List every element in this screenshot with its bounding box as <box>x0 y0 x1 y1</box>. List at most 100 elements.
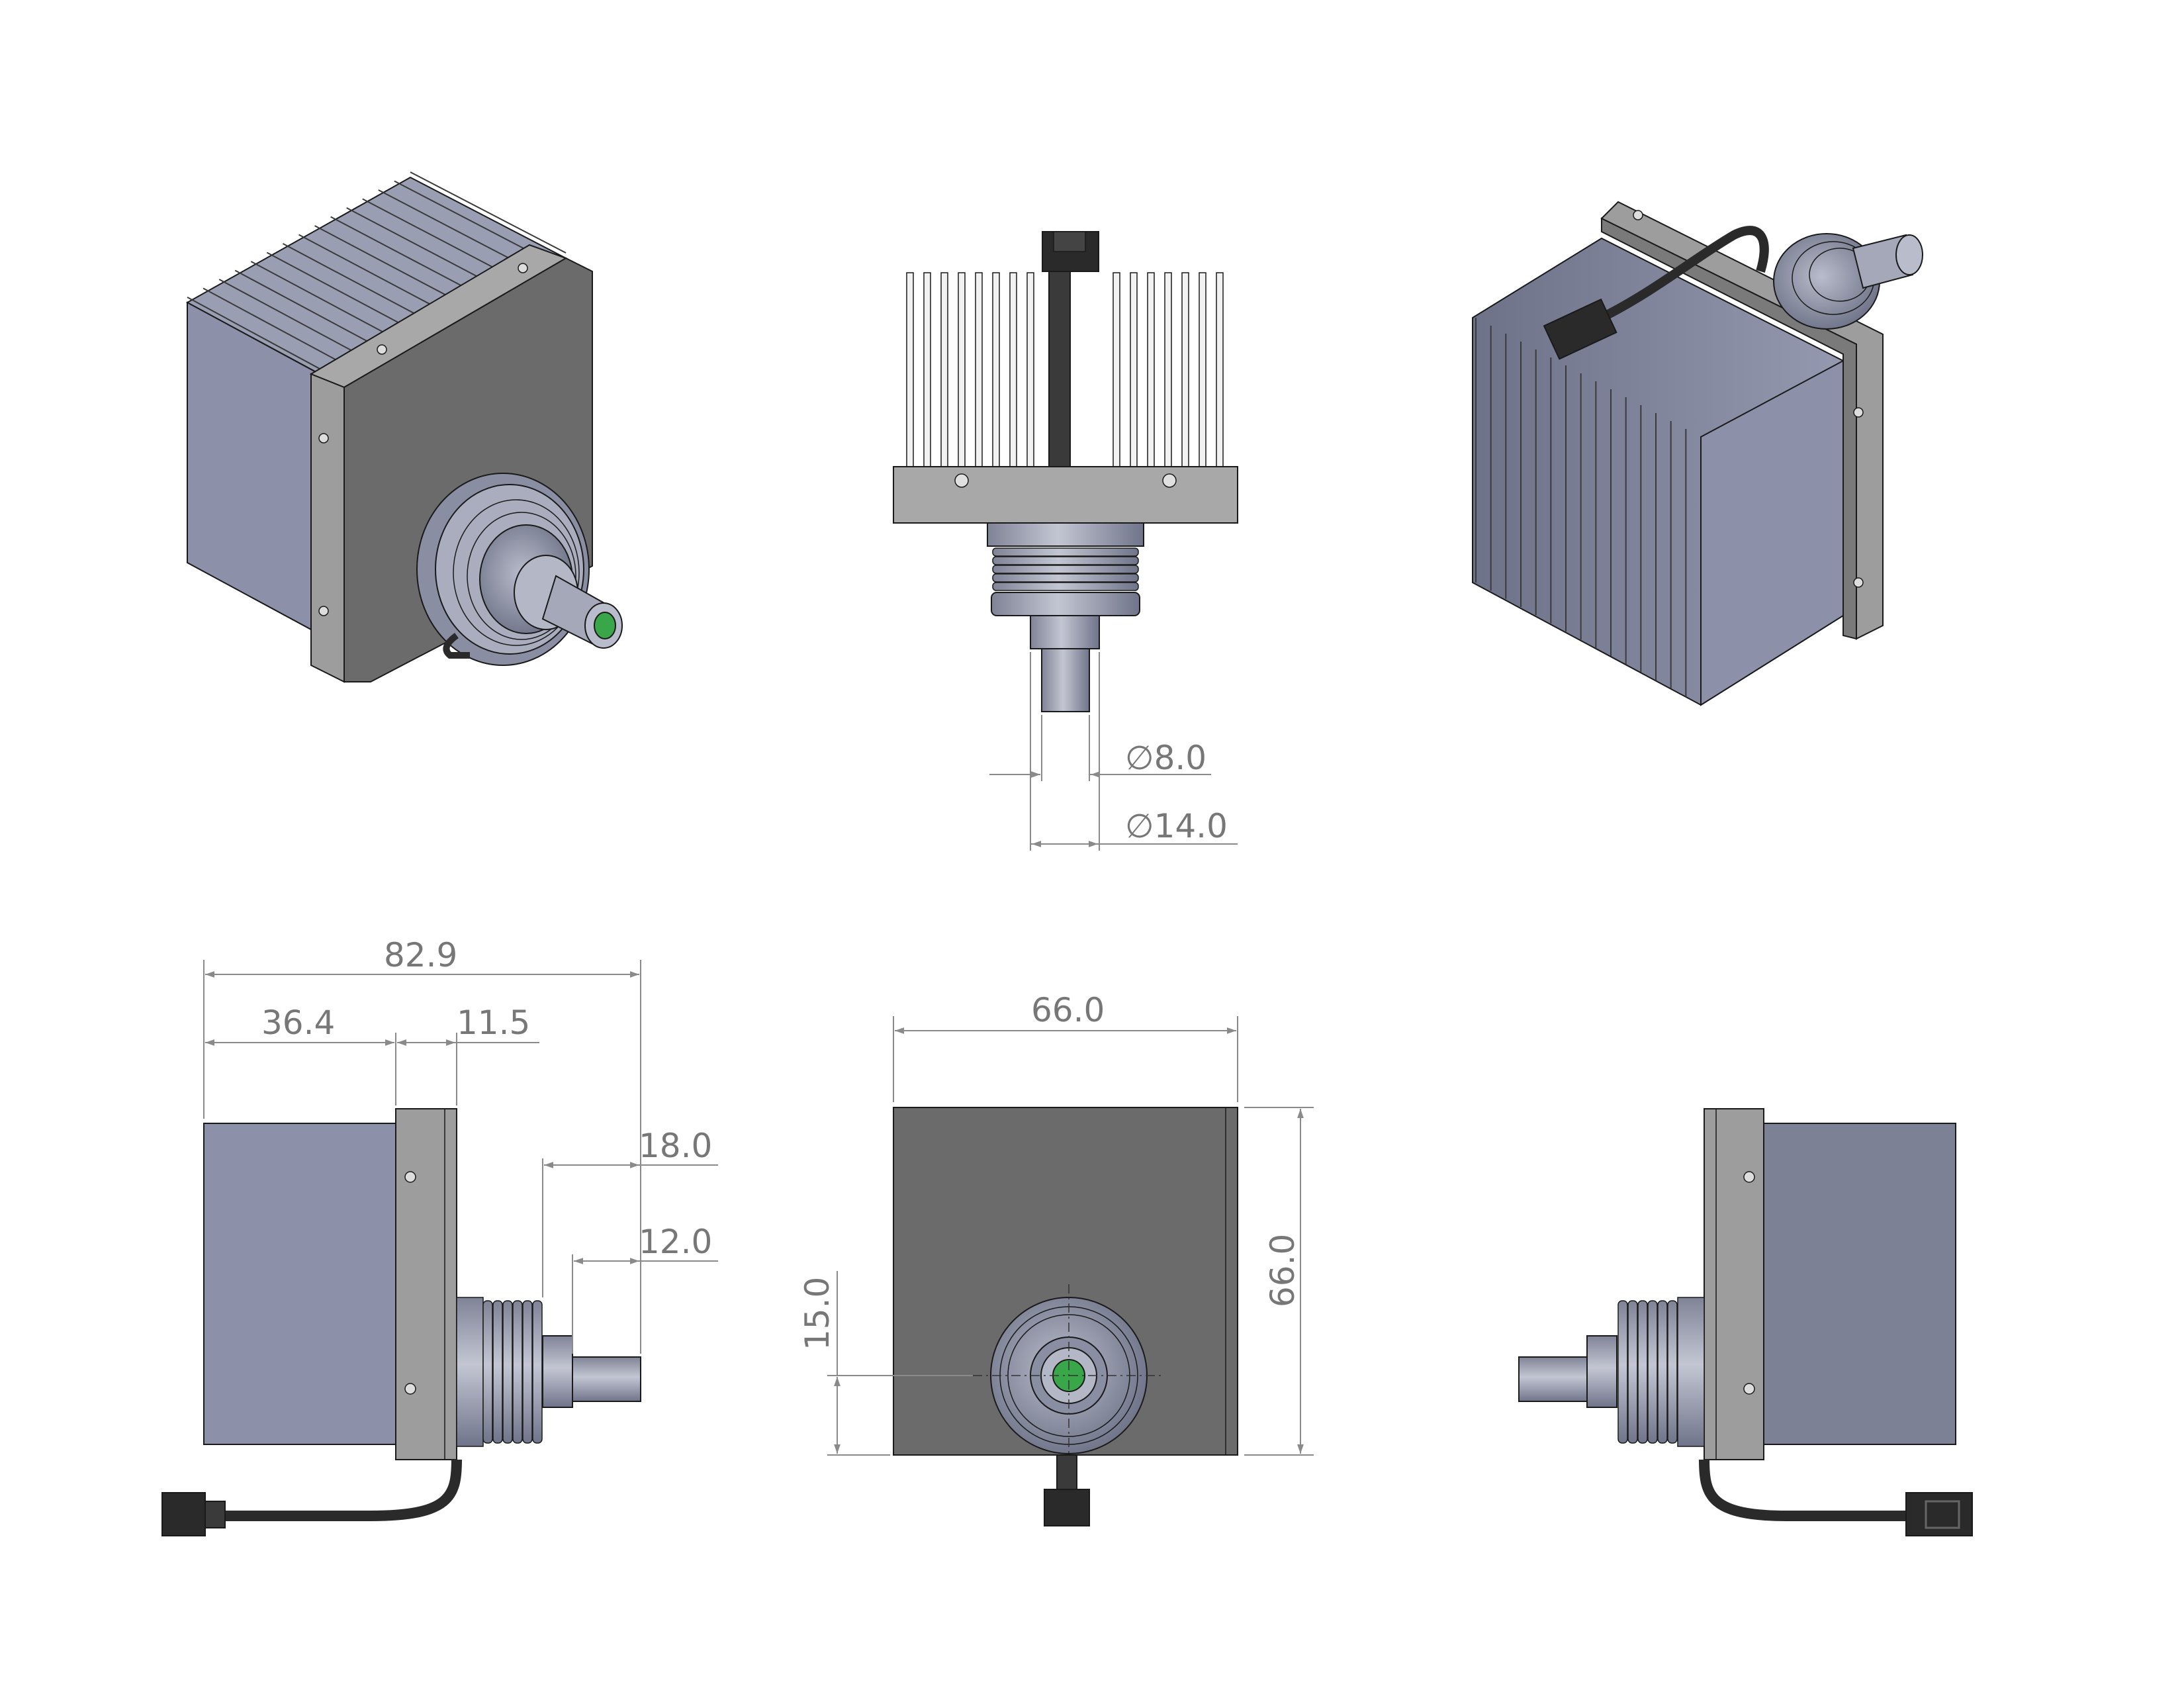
threads-top <box>992 547 1139 591</box>
fiber-core <box>594 612 616 639</box>
dim-label-heatsink-length: 36.4 <box>261 1004 335 1042</box>
thread-ring <box>1637 1300 1648 1444</box>
thread-ring <box>1627 1300 1638 1444</box>
thread-ring <box>1647 1300 1658 1444</box>
thread-ring <box>1617 1300 1628 1444</box>
thread-ring <box>1667 1300 1678 1444</box>
pin-fin <box>906 272 914 467</box>
pin-fin <box>1164 272 1172 467</box>
mounting-plate-right <box>1704 1108 1764 1460</box>
fin-edge <box>218 279 377 365</box>
dim-label-front-width: 66.0 <box>1031 991 1105 1029</box>
cable-rear <box>1599 226 1769 322</box>
dim-label-shaft-diameter: ∅8.0 <box>1125 739 1206 777</box>
mount-hole <box>1633 210 1643 220</box>
fin-edge <box>410 171 567 254</box>
mount-hole <box>1853 577 1864 588</box>
heatsink-fins-rear <box>1475 318 1702 705</box>
fin-edge <box>250 261 408 346</box>
threaded-fitting <box>416 473 590 666</box>
pin-fin <box>923 272 931 467</box>
pin-fin <box>1009 272 1017 467</box>
collar-top <box>1030 615 1100 649</box>
fin-edge <box>187 297 345 383</box>
dim-front: 66.0 66.0 15.0 <box>798 991 1314 1456</box>
thread-ring <box>992 547 1139 557</box>
nut-base <box>1677 1297 1705 1447</box>
pin-fin <box>992 272 1000 467</box>
mount-hole <box>1162 473 1177 488</box>
shaft-left <box>572 1356 641 1402</box>
thread-ring <box>492 1300 503 1444</box>
shaft-top <box>1041 648 1090 712</box>
mount-hole <box>1743 1383 1755 1395</box>
nut-top <box>987 522 1144 547</box>
pin-fin <box>1026 272 1034 467</box>
cable-right <box>1699 1459 1906 1521</box>
dim-shaft-diameter: ∅8.0 <box>989 715 1211 781</box>
connector-rear <box>1543 298 1617 360</box>
isometric-view-rear <box>1472 201 1923 706</box>
pin-fin <box>958 272 966 467</box>
cable-top <box>1048 271 1071 471</box>
mount-hole <box>404 1171 416 1183</box>
mount-hole <box>318 433 329 444</box>
thread-ring <box>532 1300 543 1444</box>
thread-ring <box>512 1300 523 1444</box>
pin-fin <box>975 272 983 467</box>
thread-ring <box>992 582 1139 591</box>
dim-nut-diameter: ∅14.0 <box>1030 652 1238 851</box>
cable-left <box>218 1459 462 1521</box>
dim-label-nut-protrusion: 18.0 <box>639 1127 712 1165</box>
dim-label-shaft-protrusion: 12.0 <box>639 1223 712 1261</box>
side-view-right <box>1518 1108 1973 1536</box>
pin-fin <box>1181 272 1189 467</box>
mount-hole <box>1853 407 1864 418</box>
connector-right <box>1905 1492 1973 1536</box>
fin-edge <box>266 252 424 337</box>
heatsink-side-right <box>1763 1123 1956 1445</box>
shaft-right <box>1518 1356 1588 1402</box>
front-view <box>893 1107 1238 1526</box>
mount-hole <box>518 263 528 273</box>
thread-ring <box>992 556 1139 565</box>
connector-front <box>1044 1489 1090 1526</box>
mount-hole <box>318 606 329 616</box>
heatsink-side-left <box>203 1123 396 1445</box>
thread-ring <box>992 565 1139 574</box>
mount-hole <box>404 1383 416 1395</box>
dim-label-total-length: 82.9 <box>384 936 457 974</box>
thread-ring <box>522 1300 533 1444</box>
top-view <box>893 231 1238 712</box>
thread-ring <box>502 1300 513 1444</box>
thread-ring <box>1657 1300 1668 1444</box>
fin-edge <box>282 243 440 328</box>
dim-label-port-offset: 15.0 <box>798 1277 837 1350</box>
mount-hole <box>377 344 387 355</box>
pin-fin <box>940 272 948 467</box>
pin-fin <box>1199 272 1206 467</box>
fin-edge <box>203 287 361 373</box>
mount-hole <box>954 473 969 488</box>
fin-edge <box>234 269 392 355</box>
fiber-shaft <box>541 575 623 649</box>
collar-right <box>1586 1335 1617 1408</box>
pin-fin <box>1130 272 1138 467</box>
dim-label-front-height: 66.0 <box>1263 1234 1302 1307</box>
side-view-left <box>161 1108 641 1536</box>
thread-ring <box>992 573 1139 583</box>
cable-stub <box>443 632 470 659</box>
pin-fin <box>1147 272 1155 467</box>
thread-ring <box>482 1300 493 1444</box>
threads-right <box>1617 1297 1705 1447</box>
mounting-plate-edge <box>310 373 345 683</box>
isometric-view-front <box>185 171 623 683</box>
nut-base <box>456 1297 484 1447</box>
collar-left <box>542 1335 573 1408</box>
mounting-plate-left <box>395 1108 457 1460</box>
mount-hole <box>1743 1171 1755 1183</box>
pin-fin <box>1216 272 1224 467</box>
threads-left <box>456 1297 543 1447</box>
pin-fin <box>1113 272 1120 467</box>
